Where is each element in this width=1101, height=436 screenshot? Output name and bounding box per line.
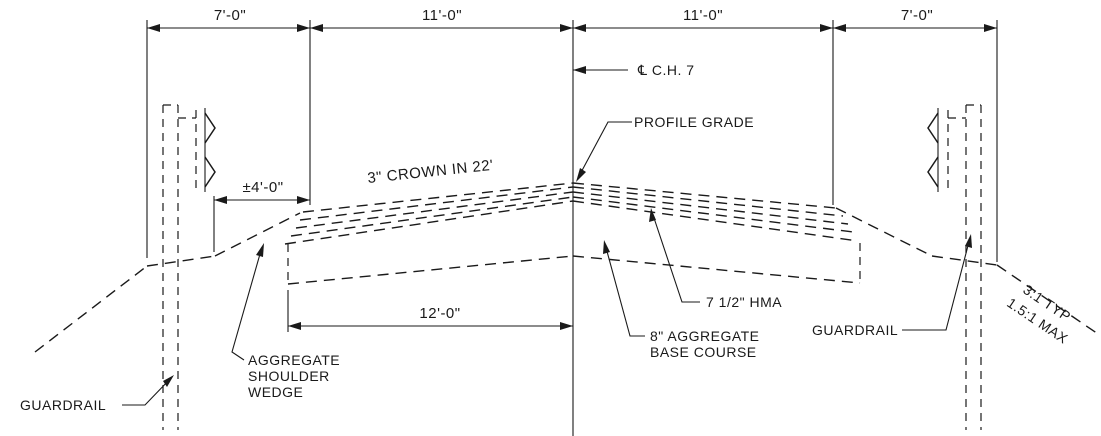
arrow	[649, 208, 656, 222]
arrow	[576, 168, 586, 182]
leader-line	[902, 237, 971, 331]
left-foreslope	[34, 265, 148, 353]
arrow	[965, 234, 972, 248]
dim-right-shoulder: 7'-0"	[901, 7, 933, 24]
hma-callout: 7 1/2" HMA	[649, 208, 782, 310]
dim-left-lane: 11'-0"	[422, 7, 462, 24]
shoulder-wedge-callout: AGGREGATE SHOULDER WEDGE	[231, 243, 340, 400]
right-shoulder-surface	[931, 255, 998, 266]
left-shoulder-wedge	[214, 212, 301, 257]
arrow	[573, 24, 586, 32]
right-guardrail-callout: GUARDRAIL	[812, 234, 972, 338]
arrow	[297, 24, 310, 32]
hma-layer-line	[572, 196, 854, 233]
right-foreslope	[996, 264, 1101, 337]
arrow	[560, 322, 573, 330]
arrow	[147, 24, 160, 32]
leader-line	[231, 246, 263, 361]
hma-layer-line	[572, 182, 837, 209]
left-guardrail-label: GUARDRAIL	[20, 397, 106, 413]
right-guardrail	[927, 104, 982, 430]
dim-right-lane: 11'-0"	[683, 7, 723, 24]
pavement-layers	[284, 182, 861, 285]
arrow	[833, 24, 846, 32]
hma-layer-line	[299, 186, 574, 221]
top-dimension-chain: 7'-0" 11'-0" 11'-0" 7'-0"	[146, 7, 998, 436]
hma-layer-line	[295, 191, 574, 229]
guardrail-rail-bracket	[204, 156, 216, 188]
arrow	[820, 24, 833, 32]
shoulders	[34, 207, 1101, 353]
arrow	[297, 196, 310, 204]
hma-layer-line	[302, 182, 574, 213]
hma-layer-line	[290, 196, 574, 237]
arrow	[310, 24, 323, 32]
left-guardrail	[162, 104, 216, 430]
leader-line	[651, 211, 700, 303]
guardrail-rail-bracket	[927, 156, 939, 188]
base-course-callout: 8" AGGREGATE BASE COURSE	[603, 240, 760, 360]
base-course-label-line2: BASE COURSE	[650, 344, 757, 360]
arrow	[603, 240, 610, 254]
hma-layer-line	[284, 200, 574, 245]
base-course-label-line1: 8" AGGREGATE	[650, 328, 760, 344]
leader-line	[577, 121, 632, 179]
left-guardrail-callout: GUARDRAIL	[20, 375, 174, 413]
base-width-dimension: 12'-0"	[287, 290, 573, 332]
guardrail-rail-bracket	[204, 112, 216, 144]
arrow	[573, 66, 586, 74]
shoulder-wedge-label-line3: WEDGE	[248, 384, 303, 400]
base-course-bottom	[287, 255, 574, 285]
guardrail-rail-bracket	[927, 112, 939, 144]
profile-grade-callout: PROFILE GRADE	[576, 114, 754, 182]
dim-base-width: 12'-0"	[419, 305, 460, 322]
dim-left-shoulder: 7'-0"	[214, 7, 246, 24]
hma-layer-line	[572, 200, 859, 242]
centerline-label: ℄ C.H. 7	[637, 62, 695, 78]
base-course-bottom	[572, 255, 861, 284]
arrow	[984, 24, 997, 32]
shoulder-wedge-label-line1: AGGREGATE	[248, 352, 340, 368]
leader-line	[604, 243, 645, 337]
slope-callout: 3:1 TYP 1.5:1 MAX	[1004, 281, 1074, 347]
arrow	[288, 322, 301, 330]
left-shoulder-surface	[146, 255, 216, 267]
arrow	[560, 24, 573, 32]
centerline-callout: ℄ C.H. 7	[573, 62, 695, 78]
shoulder-wedge-label-line2: SHOULDER	[248, 368, 330, 384]
right-guardrail-label: GUARDRAIL	[812, 322, 898, 338]
crown-label: 3" CROWN IN 22'	[367, 157, 495, 187]
wedge-offset-dimension: ±4'-0"	[213, 179, 310, 252]
dim-wedge-offset: ±4'-0"	[242, 179, 283, 196]
profile-grade-label: PROFILE GRADE	[634, 114, 754, 130]
hma-label: 7 1/2" HMA	[706, 294, 782, 310]
arrow	[163, 375, 174, 387]
arrow	[256, 243, 264, 257]
hma-layer-line	[572, 186, 844, 217]
hma-layer-line	[572, 191, 849, 225]
arrow	[214, 196, 227, 204]
leader-line	[122, 377, 172, 406]
